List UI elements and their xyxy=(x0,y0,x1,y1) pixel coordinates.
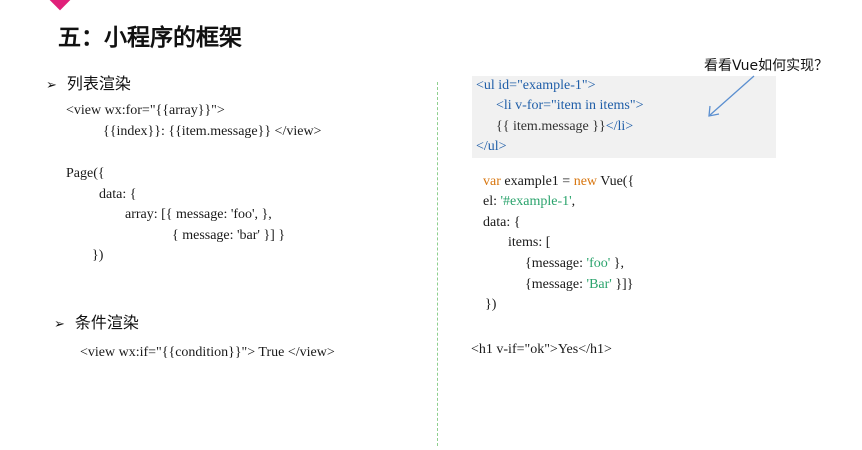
vue-script-text: {message: xyxy=(525,277,587,292)
vue-template-line-4: </ul> xyxy=(476,139,507,154)
wx-for-code-line-1: <view wx:for="{{array}}"> xyxy=(66,103,225,118)
vue-if-code: <h1 v-if="ok">Yes</h1> xyxy=(471,342,612,357)
keyword-new: new xyxy=(573,174,598,189)
page-code-line-5: }) xyxy=(92,248,104,263)
section-heading-list: ➢ 列表渲染 xyxy=(46,70,131,94)
vue-script-text: Vue({ xyxy=(597,174,635,189)
section-heading-condition: ➢ 条件渲染 xyxy=(54,309,139,333)
vue-script-line-4: items: [ xyxy=(508,235,551,250)
keyword-var: var xyxy=(483,174,501,189)
vue-script-text: el: xyxy=(483,194,501,209)
vue-script-line-3: data: { xyxy=(483,215,521,230)
vue-template-li-close: </li> xyxy=(605,119,634,134)
wx-for-code-line-2: {{index}}: {{item.message}} </view> xyxy=(103,124,322,139)
vue-script-line-5: {message: 'foo' }, xyxy=(525,254,624,275)
vue-script-line-1: var example1 = new Vue({ xyxy=(483,172,634,193)
section-list-label: 列表渲染 xyxy=(66,74,131,93)
section-condition-label: 条件渲染 xyxy=(74,313,139,332)
page-code-line-1: Page({ xyxy=(66,166,105,181)
vue-script-text: {message: xyxy=(525,256,587,271)
vue-script-text: example1 = xyxy=(500,174,574,189)
vue-template-interpolation: {{ item.message }} xyxy=(496,119,606,134)
page-code-line-2: data: { xyxy=(99,187,137,202)
vue-script-text: }, xyxy=(610,256,624,271)
corner-diamond-decoration xyxy=(48,0,72,11)
vue-script-line-7: }) xyxy=(485,297,497,312)
column-divider xyxy=(437,82,438,446)
vue-script-line-2: el: '#example-1', xyxy=(483,192,575,213)
vue-template-line-1: <ul id="example-1"> xyxy=(476,78,596,93)
string-literal: '#example-1' xyxy=(500,194,572,209)
string-literal: 'Bar' xyxy=(586,277,612,292)
arrow-bullet-icon: ➢ xyxy=(46,78,57,93)
vue-script-text: }]} xyxy=(611,277,634,292)
page-code-line-4: { message: 'bar' }] } xyxy=(172,228,286,243)
arrow-bullet-icon: ➢ xyxy=(54,317,65,332)
annotation-arrow-icon xyxy=(708,75,755,117)
vue-template-line-3: {{ item.message }}</li> xyxy=(496,119,633,135)
vue-annotation: 看看Vue如何实现？ xyxy=(704,58,829,74)
vue-script-line-6: {message: 'Bar' }]} xyxy=(525,275,633,296)
slide-title: 五：小程序的框架 xyxy=(58,25,242,51)
vue-template-line-2: <li v-for="item in items"> xyxy=(496,98,644,113)
vue-script-text: , xyxy=(571,194,576,209)
string-literal: 'foo' xyxy=(586,256,611,271)
page-code-line-3: array: [{ message: 'foo', }, xyxy=(125,207,272,222)
vue-template-block: <ul id="example-1"> <li v-for="item in i… xyxy=(472,76,776,158)
wx-if-code: <view wx:if="{{condition}}"> True </view… xyxy=(80,345,335,360)
